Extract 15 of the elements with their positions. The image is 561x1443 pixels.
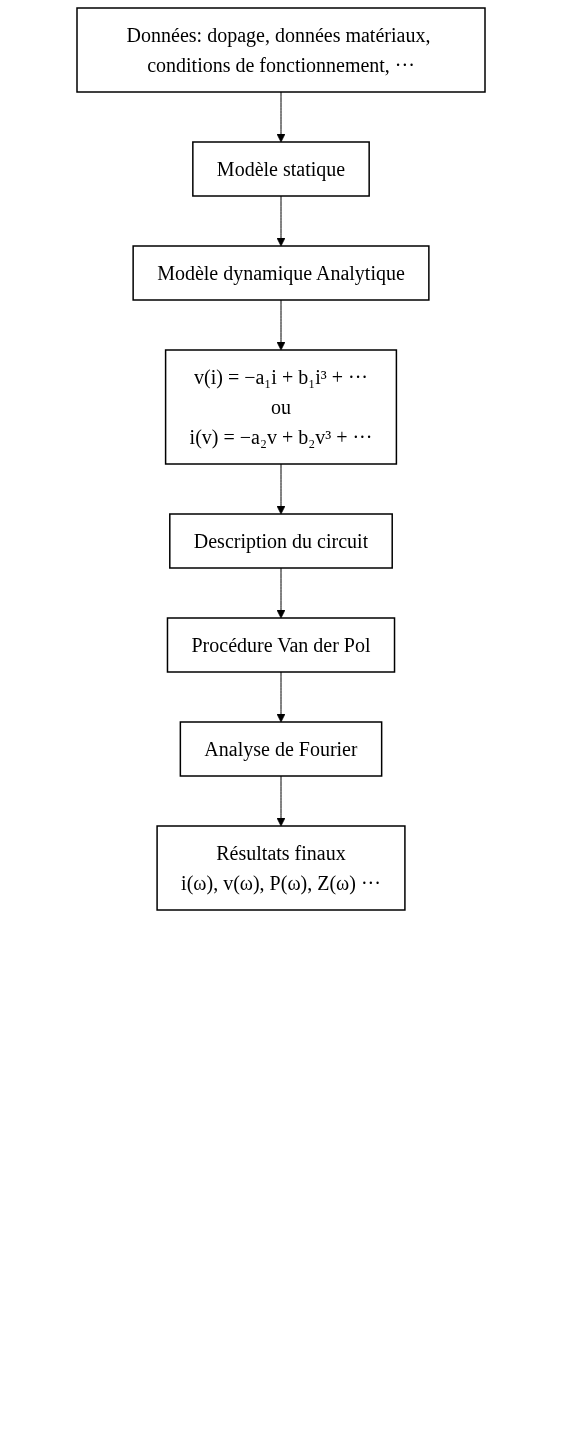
node-box: Procédure Van der Pol (166, 617, 395, 673)
node-box: Analyse de Fourier (179, 721, 382, 777)
node-box: Données: dopage, données matériaux, conditions de fonctionnement, ··· (75, 7, 486, 93)
arrow (276, 775, 285, 827)
node-box: Description du circuit (168, 513, 393, 569)
arrow (276, 671, 285, 723)
arrow (276, 463, 285, 515)
arrow (276, 299, 285, 351)
arrow (276, 567, 285, 619)
node-box: Résultats finaux i(ω), v(ω), P(ω), Z(ω) ··· (155, 825, 406, 911)
arrow (276, 195, 285, 247)
node-box: Modèle statique (191, 141, 370, 197)
node-box: v(i) = −a₁i + b₁i³ + ··· ou i(v) = −a₂v + b₂v³ + ··· (164, 349, 397, 465)
node-box: Modèle dynamique Analytique (131, 245, 430, 301)
arrow (276, 91, 285, 143)
